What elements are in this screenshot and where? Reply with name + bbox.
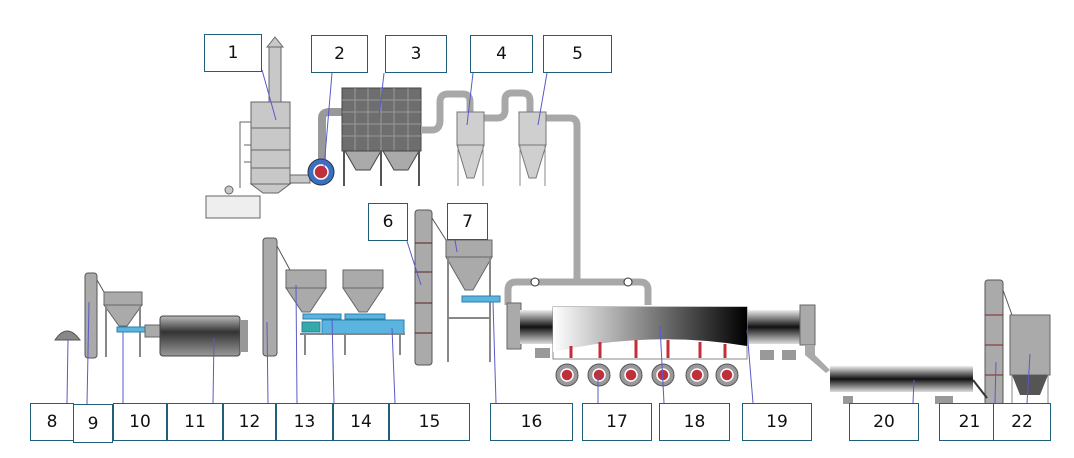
label-3-bag-filter: 3 xyxy=(385,35,447,73)
label-5-cyclone: 5 xyxy=(543,35,612,73)
induced-draft-fan xyxy=(307,108,342,186)
scrubber-tower xyxy=(205,36,311,219)
label-15-mixer: 15 xyxy=(389,403,470,441)
label-22-silo: 22 xyxy=(993,403,1051,441)
label-20-cooler: 20 xyxy=(849,403,919,441)
feeders xyxy=(116,295,501,335)
ball-mill xyxy=(144,315,248,357)
hoppers xyxy=(103,239,493,362)
valves xyxy=(530,277,633,287)
label-4-cyclone: 4 xyxy=(470,35,533,73)
label-21-elevator: 21 xyxy=(939,403,1000,441)
label-19-dryer: 19 xyxy=(742,403,812,441)
label-18-furnace: 18 xyxy=(659,403,730,441)
label-16-feeder: 16 xyxy=(490,403,573,441)
label-14-feeder: 14 xyxy=(333,403,389,441)
label-2-fan: 2 xyxy=(311,35,368,73)
label-11-ball-mill: 11 xyxy=(167,403,223,441)
label-13-hopper: 13 xyxy=(276,403,333,441)
cyclones xyxy=(456,111,547,186)
bag-filter xyxy=(341,87,422,186)
product-silo xyxy=(1009,314,1051,404)
rotary-cooler xyxy=(830,366,988,404)
label-17-fans: 17 xyxy=(582,403,652,441)
hot-air-furnace xyxy=(552,306,748,360)
label-7-hopper: 7 xyxy=(447,203,488,240)
batching-frame xyxy=(300,333,405,355)
combustion-fans xyxy=(555,363,739,387)
label-9-elevator: 9 xyxy=(73,404,113,443)
bucket-elevators xyxy=(84,209,1013,406)
raw-material-pile xyxy=(54,330,81,341)
label-6-elevator: 6 xyxy=(368,203,408,241)
duct-piping xyxy=(421,89,652,305)
label-12-elevator: 12 xyxy=(223,403,276,441)
label-1-scrubber-tower: 1 xyxy=(204,34,262,72)
label-8-material-pile: 8 xyxy=(30,403,74,441)
leader-lines xyxy=(66,69,1031,405)
label-10-hopper: 10 xyxy=(113,403,167,441)
